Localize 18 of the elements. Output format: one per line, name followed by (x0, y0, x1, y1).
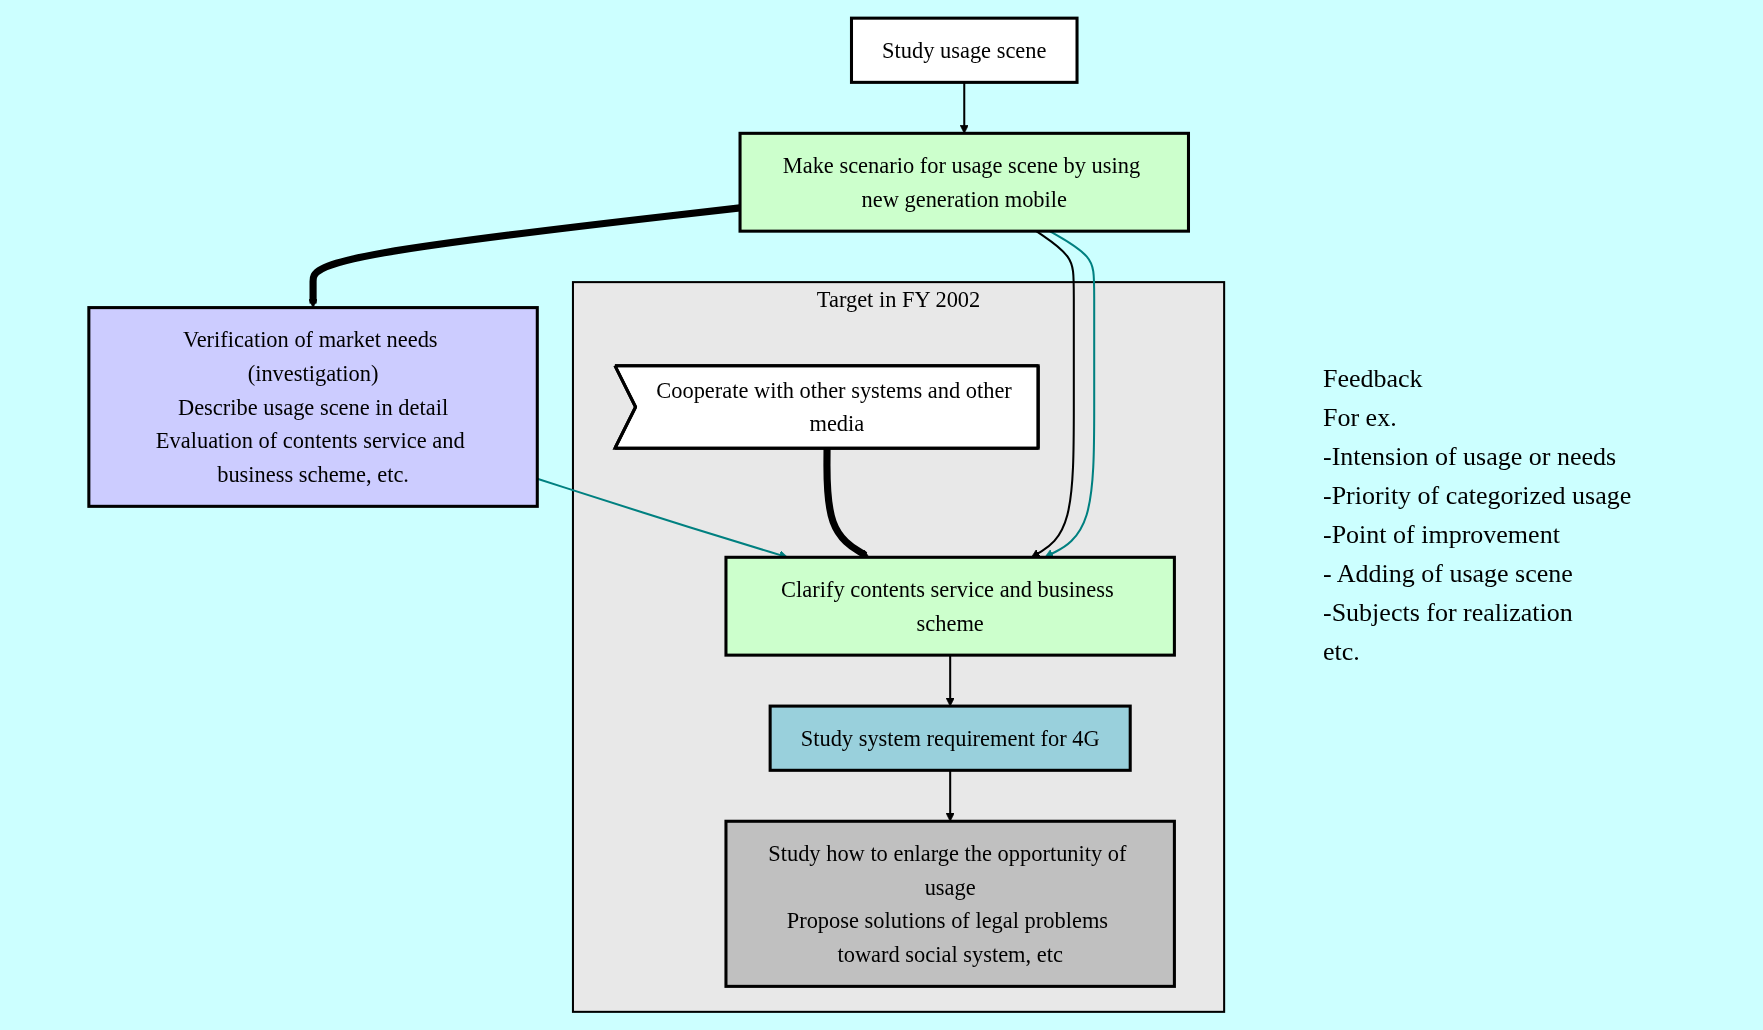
node-box: Study how to enlarge the opportunity of usage Propose solutions of legal problems toward social system, etc (724, 819, 1176, 988)
feedback-note-line: For ex. (1323, 402, 1398, 434)
node-box: Study usage scene (849, 16, 1079, 84)
feedback-note-line: -Point of improvement (1323, 519, 1561, 551)
feedback-note-line: -Subjects for realization (1323, 597, 1574, 629)
arrow (945, 655, 955, 707)
feedback-note-line: Feedback (1323, 363, 1424, 395)
feedback-note-line: -Priority of categorized usage (1323, 480, 1633, 512)
feedback-note-line: - Adding of usage scene (1323, 558, 1574, 590)
arrow (945, 770, 955, 822)
node-box: Clarify contents service and business scheme (724, 555, 1176, 657)
arrow (823, 448, 870, 559)
feedback-note-line: -Intension of usage or needs (1323, 441, 1618, 473)
arrow (959, 82, 969, 134)
node-box: Study system requirement for 4G (768, 704, 1132, 772)
node-box: Make scenario for usage scene by using new generation mobile (738, 131, 1190, 233)
node-box: Verification of market needs (investigation) Describe usage scene in detail Evaluation of contents service and business scheme, etc. (87, 306, 539, 508)
feedback-note-line: etc. (1323, 636, 1361, 668)
